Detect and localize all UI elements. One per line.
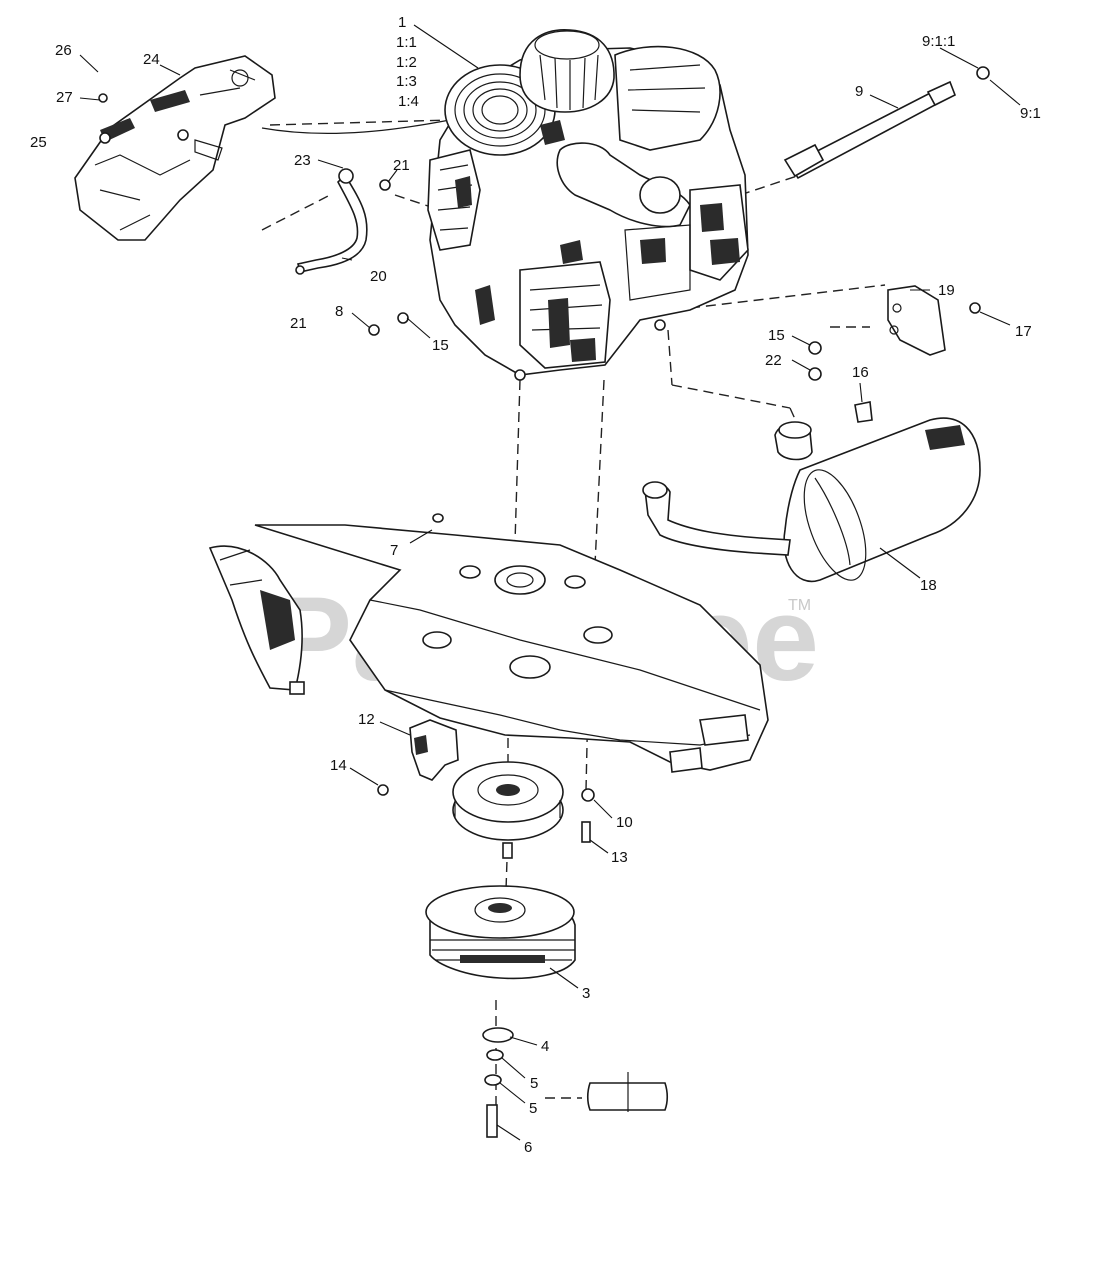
pto-clutch — [425, 885, 576, 980]
callout-5-lower: 5 — [529, 1100, 537, 1117]
callout-24: 24 — [143, 51, 160, 68]
bolt-13 — [581, 821, 591, 843]
watermark-trademark: TM — [788, 597, 811, 614]
callout-15-right: 15 — [768, 327, 785, 344]
callout-17: 17 — [1015, 323, 1032, 340]
bolt-6 — [486, 1104, 498, 1138]
callout-15-left: 15 — [432, 337, 449, 354]
callout-26: 26 — [55, 42, 72, 59]
callout-labels: 1 1:1 1:2 1:3 1:4 26 24 27 25 23 21 20 2… — [30, 14, 1041, 1156]
callout-3: 3 — [582, 985, 590, 1002]
callout-7: 7 — [390, 542, 398, 559]
fastener-27 — [98, 93, 108, 103]
callout-22: 22 — [765, 352, 782, 369]
callout-14: 14 — [330, 757, 347, 774]
callout-1-1: 1:1 — [396, 34, 417, 51]
pulley — [452, 761, 564, 841]
callout-1-3: 1:3 — [396, 73, 417, 90]
washer-side-view — [586, 1072, 669, 1112]
washer-5a — [486, 1049, 504, 1061]
callout-18: 18 — [920, 577, 937, 594]
callout-9-1: 9:1 — [1020, 105, 1041, 122]
key-bolt — [502, 842, 513, 859]
callout-1-2: 1:2 — [396, 54, 417, 71]
leader-lines — [79, 24, 1021, 1141]
spacer-10 — [581, 788, 595, 802]
engine-deck — [208, 513, 769, 773]
callout-21-top: 21 — [393, 157, 410, 174]
bolt-8 — [368, 324, 380, 336]
callout-4: 4 — [541, 1038, 549, 1055]
callout-1: 1 — [398, 14, 406, 31]
throttle-cable — [261, 117, 461, 135]
callout-19: 19 — [938, 282, 955, 299]
callout-21-left: 21 — [290, 315, 307, 332]
callout-25: 25 — [30, 134, 47, 151]
flywheel-screen-lines — [454, 73, 546, 147]
callout-13: 13 — [611, 849, 628, 866]
callout-23: 23 — [294, 152, 311, 169]
muffler-bracket — [808, 285, 981, 423]
callout-8: 8 — [335, 303, 343, 320]
washer-4 — [482, 1027, 514, 1043]
callout-12: 12 — [358, 711, 375, 728]
fuel-line — [295, 168, 368, 275]
callout-6: 6 — [524, 1139, 532, 1156]
callout-27: 27 — [56, 89, 73, 106]
clutch-stop-bracket — [377, 719, 459, 796]
callout-20: 20 — [370, 268, 387, 285]
callout-5-upper: 5 — [530, 1075, 538, 1092]
callout-10: 10 — [616, 814, 633, 831]
washer-5b — [484, 1074, 502, 1086]
muffler — [642, 417, 981, 583]
callout-9: 9 — [855, 83, 863, 100]
washer-15 — [397, 312, 409, 324]
breather-hose — [783, 66, 990, 180]
throttle-bracket — [74, 55, 276, 241]
fastener-21 — [379, 179, 391, 191]
callout-16: 16 — [852, 364, 869, 381]
callout-1-4: 1:4 — [398, 93, 419, 110]
engine — [427, 29, 749, 381]
callout-9-1-1: 9:1:1 — [922, 33, 955, 50]
